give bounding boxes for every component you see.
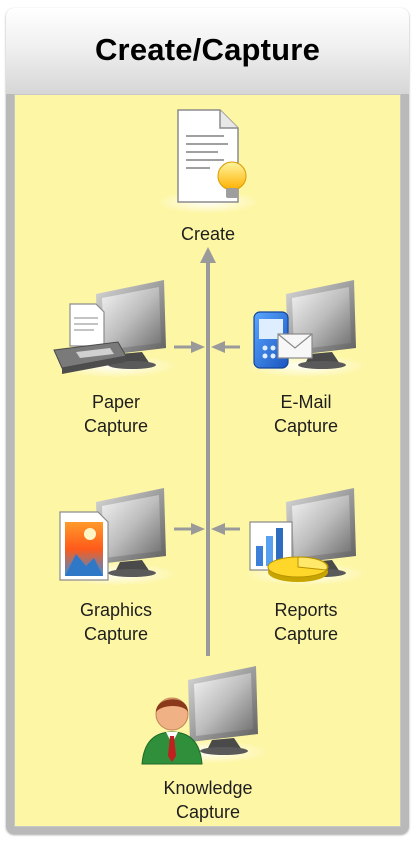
node-reports-capture[interactable]: Reports Capture [236, 482, 376, 646]
node-email-capture[interactable]: E-Mail Capture [236, 274, 376, 438]
node-reports-capture-label: Reports Capture [273, 600, 339, 644]
main-arrowhead [200, 247, 216, 263]
monitor-scanner-icon [53, 280, 178, 378]
monitor-mobile-envelope-icon [244, 280, 368, 378]
node-knowledge-capture-label: Knowledge Capture [163, 778, 253, 822]
node-paper-capture-label: Paper Capture [83, 392, 149, 436]
reports-arrowhead [211, 523, 225, 535]
panel-header: Create/Capture [6, 8, 409, 94]
monitor-image-icon [54, 488, 178, 586]
email-arrowhead [211, 341, 225, 353]
node-graphics-capture[interactable]: Graphics Capture [46, 482, 186, 646]
node-knowledge-capture[interactable]: Knowledge Capture [138, 660, 278, 824]
document-lightbulb-icon [156, 109, 260, 214]
monitor-person-icon [141, 666, 270, 765]
node-paper-capture[interactable]: Paper Capture [46, 274, 186, 438]
node-email-capture-label: E-Mail Capture [273, 392, 339, 436]
panel-title: Create/Capture [94, 32, 321, 67]
node-graphics-capture-label: Graphics Capture [79, 600, 153, 644]
graphics-arrowhead [191, 523, 205, 535]
node-create[interactable]: Create [138, 104, 278, 246]
monitor-chart-icon [244, 488, 368, 586]
paper-arrowhead [191, 341, 205, 353]
node-create-label: Create [180, 224, 236, 244]
